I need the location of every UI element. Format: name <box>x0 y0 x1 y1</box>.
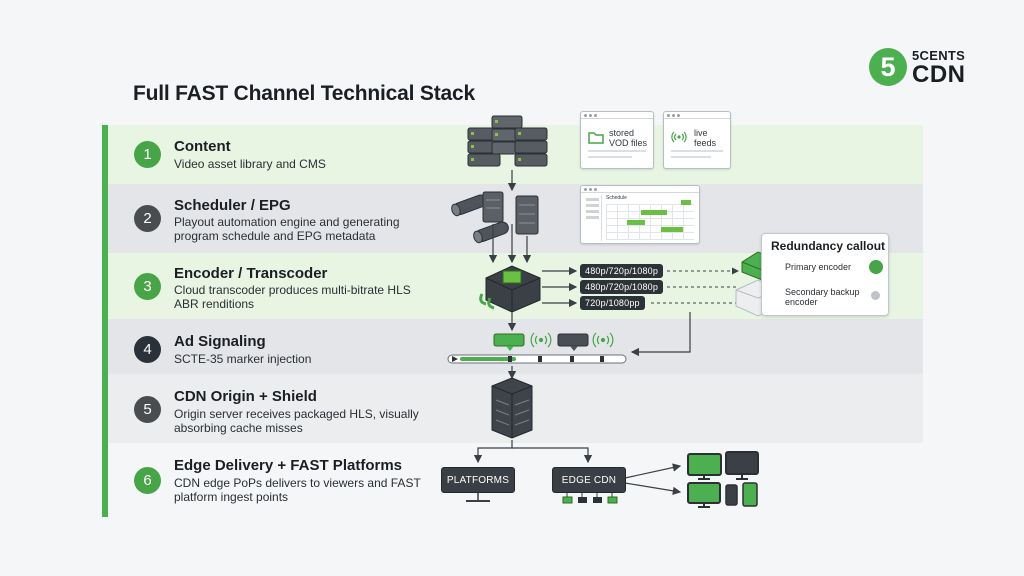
step-number-4: 4 <box>134 336 161 363</box>
tablet-icon <box>725 484 738 506</box>
step-number-6: 6 <box>134 467 161 494</box>
vod-files-card: stored VOD files <box>580 111 654 169</box>
redundancy-callout: Redundancy callout Primary encoder Secon… <box>761 233 889 316</box>
phone-icon <box>742 482 758 507</box>
edge-cdn-box: EDGE CDN <box>552 467 626 493</box>
content-server-stack-icon <box>467 115 548 167</box>
timeline-bar <box>447 354 627 364</box>
folder-icon <box>588 132 604 144</box>
live-feeds-label: live feeds <box>694 128 717 148</box>
secondary-status-icon <box>871 291 880 300</box>
signal-icon-2 <box>592 332 614 348</box>
step-number-2: 2 <box>134 205 161 232</box>
live-feeds-card: live feeds <box>663 111 731 169</box>
brand-logo: 5 5CENTS CDN <box>869 46 979 88</box>
row-desc-ad-signaling: SCTE-35 marker injection <box>174 352 312 366</box>
row-desc-content: Video asset library and CMS <box>174 157 326 171</box>
rendition-pill-1: 480p/720p/1080p <box>580 264 664 278</box>
row-desc-encoder: Cloud transcoder produces multi-bitrate … <box>174 283 411 311</box>
monitor-icon <box>725 451 759 480</box>
step-number-1: 1 <box>134 141 161 168</box>
logo-line-2: CDN <box>912 61 966 88</box>
ad-marker-gray-icon <box>557 333 589 351</box>
platforms-box: PLATFORMS <box>441 467 515 493</box>
row-band-edge-delivery <box>108 443 923 517</box>
logo-line-1: 5CENTS <box>912 48 966 63</box>
ad-marker-green-icon <box>493 333 525 351</box>
schedule-sidebar <box>584 195 602 241</box>
transcoder-chip-icon <box>479 265 541 313</box>
redundancy-title: Redundancy callout <box>771 239 886 253</box>
edge-node-icons <box>562 493 618 504</box>
schedule-label: Schedule <box>606 195 627 201</box>
row-desc-cdn-origin: Origin server receives packaged HLS, vis… <box>174 407 419 435</box>
row-title-content: Content <box>174 138 231 155</box>
row-title-ad-signaling: Ad Signaling <box>174 333 266 350</box>
schedule-card: Schedule <box>580 185 700 244</box>
desktop-icon <box>687 482 721 508</box>
vod-files-label: stored VOD files <box>609 128 648 148</box>
logo-badge: 5 <box>869 48 907 86</box>
row-title-edge-delivery: Edge Delivery + FAST Platforms <box>174 457 402 474</box>
step-number-5: 5 <box>134 396 161 423</box>
origin-server-icon <box>491 377 533 439</box>
row-title-cdn-origin: CDN Origin + Shield <box>174 388 317 405</box>
primary-encoder-label: Primary encoder <box>785 262 852 272</box>
page-title: Full FAST Channel Technical Stack <box>133 82 475 105</box>
primary-status-icon <box>869 260 883 274</box>
row-title-scheduler: Scheduler / EPG <box>174 197 291 214</box>
signal-icon-1 <box>530 332 552 348</box>
row-title-encoder: Encoder / Transcoder <box>174 265 328 282</box>
rendition-pill-2: 480p/720p/1080p <box>580 280 664 294</box>
row-desc-edge-delivery: CDN edge PoPs delivers to viewers and FA… <box>174 476 421 504</box>
rendition-pill-3: 720p/1080pp <box>580 296 645 310</box>
secondary-encoder-label: Secondary backup encoder <box>785 287 860 307</box>
row-desc-scheduler: Playout automation engine and generating… <box>174 215 400 243</box>
accent-bar <box>102 125 108 517</box>
step-number-3: 3 <box>134 273 161 300</box>
broadcast-icon <box>671 131 687 143</box>
scheduler-server-icon <box>451 191 539 244</box>
tv-icon <box>687 453 722 480</box>
